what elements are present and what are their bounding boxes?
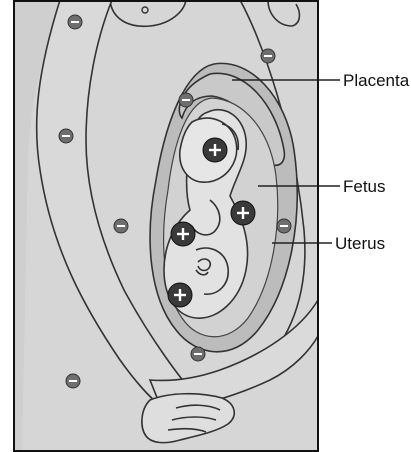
negative-charge-marker xyxy=(191,347,205,361)
positive-charge-marker xyxy=(203,138,227,162)
negative-charge-marker xyxy=(59,129,73,143)
uterus-label: Uterus xyxy=(335,234,385,253)
fetus-label: Fetus xyxy=(343,177,386,196)
negative-charge-marker xyxy=(114,219,128,233)
positive-charge-marker xyxy=(171,222,195,246)
positive-charge-marker xyxy=(168,283,192,307)
positive-charge-marker xyxy=(231,201,255,225)
placenta-label: Placenta xyxy=(343,71,410,90)
negative-charge-marker xyxy=(261,49,275,63)
negative-charge-marker xyxy=(277,219,291,233)
negative-charge-marker xyxy=(179,93,193,107)
negative-charge-marker xyxy=(68,15,82,29)
negative-charge-marker xyxy=(66,374,80,388)
